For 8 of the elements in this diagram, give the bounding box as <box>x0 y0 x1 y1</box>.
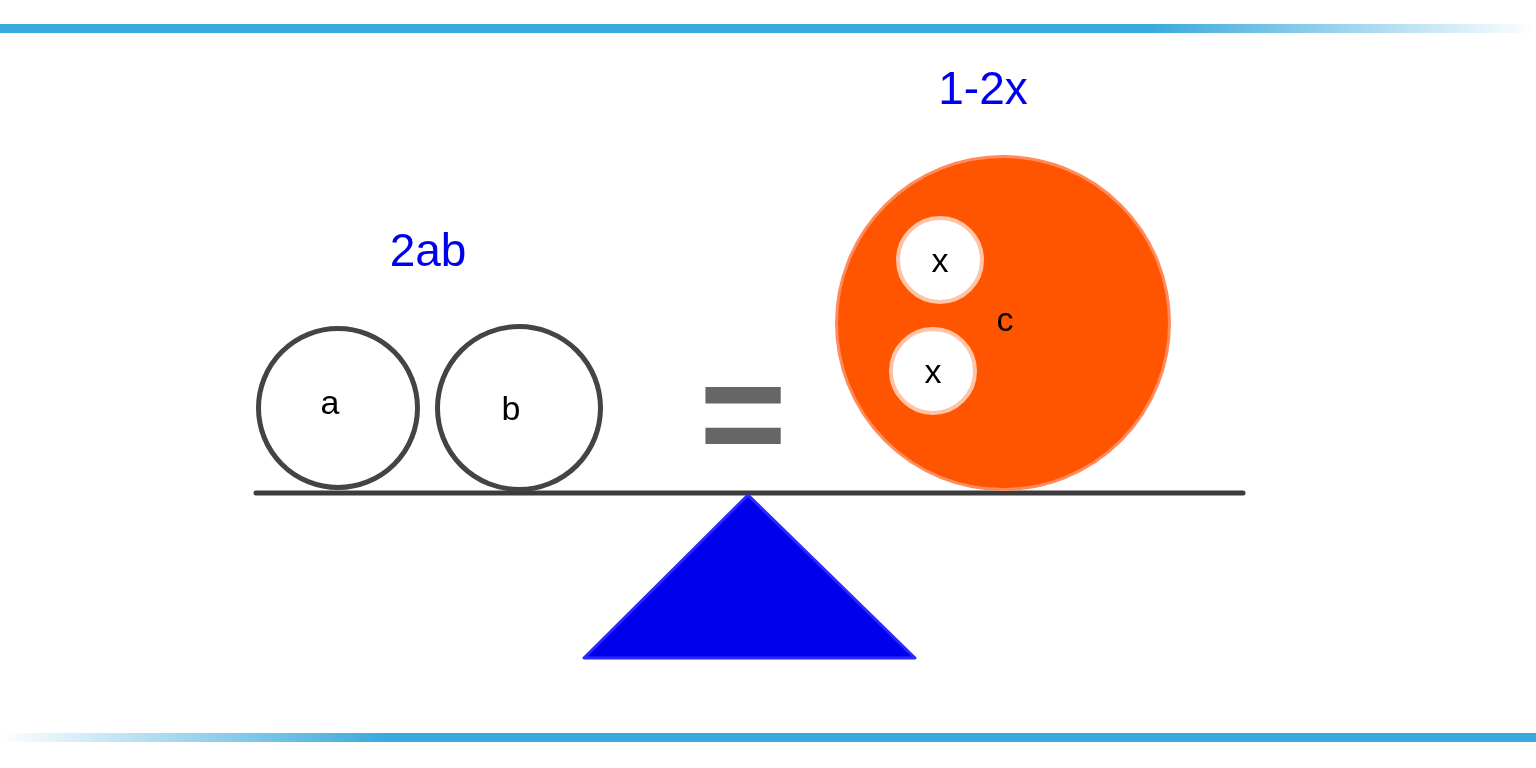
expression-label: 1-2x <box>938 65 1028 111</box>
circle-label: a <box>320 385 340 419</box>
expression-label: 2ab <box>389 227 467 273</box>
equals-sign: = <box>699 338 787 488</box>
circle-label: b <box>501 391 521 425</box>
circle-label: x <box>931 243 949 277</box>
circle-label: x <box>924 354 942 388</box>
circle-label: c <box>996 302 1014 336</box>
